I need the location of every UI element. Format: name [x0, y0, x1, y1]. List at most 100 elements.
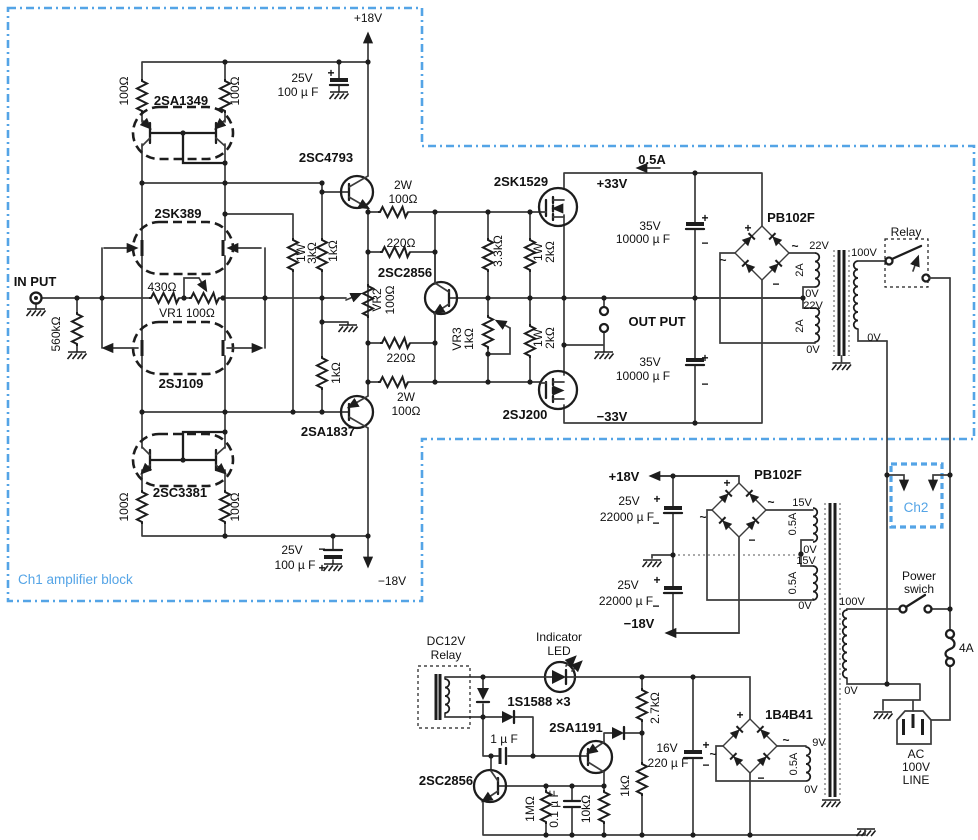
label-plus33: +33V — [597, 176, 628, 191]
label-2k-top: 2kΩ — [543, 241, 557, 263]
label-pb102f-low: PB102F — [754, 467, 802, 482]
label-cap-bot-plus: + — [318, 561, 325, 575]
label-vr2-val: 100Ω — [383, 285, 397, 314]
label-2k-top-w: 1W — [531, 242, 545, 261]
label-br1-tildel: ~ — [719, 253, 726, 267]
diode-1s1588-2 — [502, 709, 516, 725]
label-ch1-block: Ch1 amplifier block — [18, 572, 133, 587]
label-br1-tilder: ~ — [791, 239, 798, 253]
label-cap-bot-v: 25V — [281, 543, 302, 557]
label-1s1588: 1S1588 ×3 — [507, 694, 570, 709]
label-0v-bot: 0V — [806, 344, 820, 356]
cap-25v-100uf-bottom — [322, 548, 344, 572]
label-r100-tl: 100Ω — [117, 76, 131, 105]
label-16v: 16V — [656, 741, 677, 755]
label-10000uf-top: 10000 µ F — [616, 232, 670, 246]
ac-plug — [896, 710, 932, 745]
label-2sk1529: 2SK1529 — [494, 174, 548, 189]
fuse-4a — [944, 628, 956, 668]
label-c33-plus: + — [701, 211, 708, 225]
label-2sc3381: 2SC3381 — [153, 485, 207, 500]
label-15v-1: 15V — [792, 497, 812, 509]
label-2a-top: 2A — [794, 263, 806, 277]
label-01uf: 0.1 µ F — [547, 790, 561, 828]
label-minus33: −33V — [597, 409, 628, 424]
ground-mid — [337, 324, 359, 333]
label-vr1: VR1 100Ω — [159, 306, 215, 320]
label-05a-2: 0.5A — [787, 571, 799, 594]
input-jack — [25, 291, 47, 317]
ground-560k — [66, 351, 88, 360]
label-2sc2856-bias: 2SC2856 — [378, 265, 432, 280]
transistor-2sc2856-prot — [472, 768, 508, 804]
label-15v-2: 15V — [796, 555, 816, 567]
label-c22k1-plus: + — [653, 492, 660, 506]
label-10000uf-bot: 10000 µ F — [616, 369, 670, 383]
transformer-low — [805, 503, 848, 808]
dc12v-relay — [417, 665, 471, 729]
label-0v-9v: 0V — [804, 784, 818, 796]
label-r100-bl: 100Ω — [117, 492, 131, 521]
relay-switch — [884, 238, 951, 288]
text-labels: +18V 25V 100 µ F + 100Ω 100Ω 2SA1349 2SK… — [14, 11, 974, 828]
dual-jfet-2sk389 — [103, 220, 262, 276]
bridge-1b4b41 — [723, 719, 777, 773]
label-9v: 9V — [812, 737, 826, 749]
label-25v-1: 25V — [618, 494, 639, 508]
label-05a-9v: 0.5A — [788, 752, 800, 775]
transistor-2sa1191 — [578, 739, 614, 775]
label-ac: AC — [908, 747, 925, 761]
label-1k-upper: 1kΩ — [326, 240, 340, 262]
label-c22k1-minus: − — [652, 516, 659, 530]
label-br3-tildel: ~ — [709, 747, 716, 761]
diode-1s1588-3 — [612, 725, 626, 741]
resistors-ch1 — [71, 78, 328, 525]
label-led: LED — [547, 644, 571, 658]
label-br1-minus: − — [772, 277, 779, 291]
label-dc12v-relay: Relay — [431, 648, 462, 662]
label-br3-tilder: ~ — [782, 733, 789, 747]
label-25v-2: 25V — [617, 578, 638, 592]
label-2sk389: 2SK389 — [155, 206, 202, 221]
label-35v-top: 35V — [639, 219, 660, 233]
label-br2-tilder: ~ — [767, 495, 774, 509]
label-560k: 560kΩ — [49, 316, 63, 351]
mains-wires — [846, 277, 951, 721]
label-100-bot: 100Ω — [392, 404, 421, 418]
label-c22k2-minus: − — [652, 599, 659, 613]
label-3k-w: 1W — [294, 243, 308, 262]
label-vr3-val: 1kΩ — [462, 328, 476, 350]
label-2k-bot-w: 1W — [531, 328, 545, 347]
label-220-top: 220Ω — [387, 236, 416, 250]
label-0v-primary: 0V — [867, 332, 881, 344]
label-relay: Relay — [891, 225, 922, 239]
label-220uf: 220 µ F — [648, 756, 689, 770]
driver-wires — [367, 61, 804, 537]
label-22000uf-1: 22000 µ F — [600, 510, 654, 524]
label-br2-minus: − — [748, 533, 755, 547]
transistor-2sc2856-bias — [423, 251, 459, 344]
label-0v-low2: 0V — [798, 600, 812, 612]
label-100-top: 100Ω — [389, 192, 418, 206]
label-0v-low1: 0V — [803, 544, 817, 556]
transformer-main — [814, 250, 888, 371]
label-430: 430Ω — [148, 280, 177, 294]
label-100v-low: 100V — [839, 596, 865, 608]
label-input: IN PUT — [14, 274, 57, 289]
label-22v-bot: 22V — [803, 300, 823, 312]
label-c220-minus: − — [702, 758, 709, 772]
label-220-bot: 220Ω — [387, 351, 416, 365]
cap-25v-22000uf-top — [662, 506, 684, 515]
label-swich: swich — [904, 582, 934, 596]
label-2sj200: 2SJ200 — [503, 407, 548, 422]
label-2w-top: 2W — [394, 178, 413, 192]
label-22000uf-2: 22000 µ F — [599, 594, 653, 608]
junction-dots — [74, 59, 953, 838]
label-br2-tildel: ~ — [699, 510, 706, 524]
label-dc12v: DC12V — [427, 634, 466, 648]
label-100v-main: 100V — [851, 247, 877, 259]
label-c220-plus: + — [702, 738, 709, 752]
cap-25v-22000uf-bottom — [662, 586, 684, 595]
psu-low-wires — [641, 470, 814, 639]
